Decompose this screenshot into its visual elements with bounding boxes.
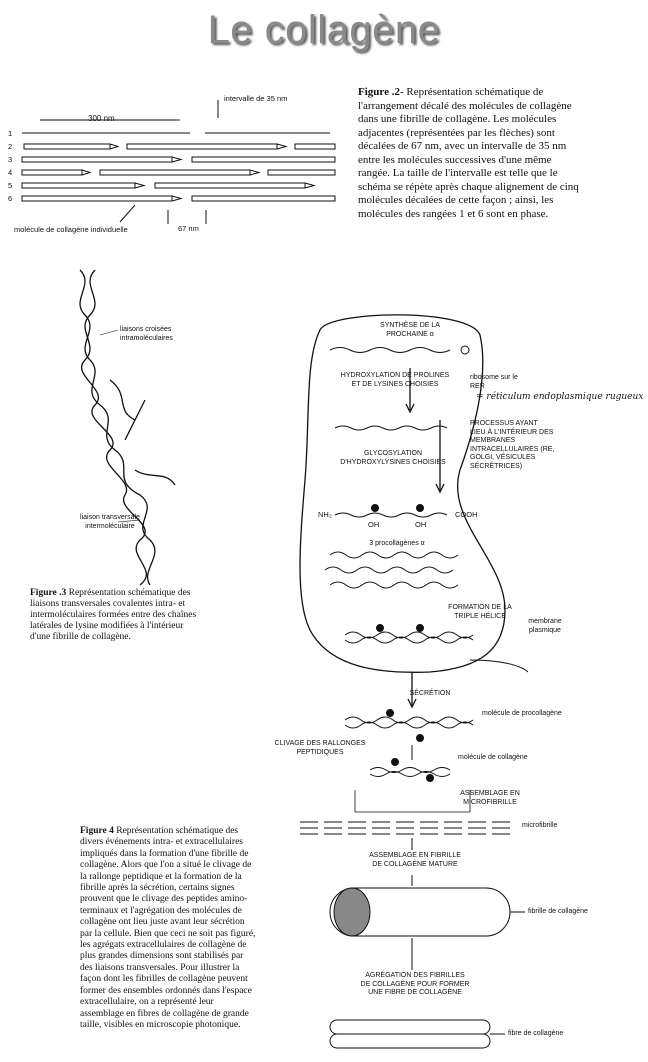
procollagen-label: molécule de procollagène [482,710,562,717]
row-label-4: 4 [8,168,13,177]
arrow-row-2 [23,143,336,150]
fibril-assembly-label: ASSEMBLAGE EN FIBRILLE DE COLLAGÈNE MATU… [369,852,461,868]
figure4-cell [299,314,529,709]
figure4-chains [324,345,474,813]
figure4-caption: Figure 4 Représentation schématique des … [80,826,258,1031]
synthesis-label: SYNTHÈSE DE LA PROCHAINE α [380,322,440,338]
figure3-caption-text: Représentation schématique des liaisons … [30,588,197,642]
page-title: Le collagène [207,8,441,52]
figure4-assemblies [300,821,525,1049]
row-label-6: 6 [8,194,13,203]
fiber-assembly-label: AGRÉGATION DES FIBRILLES DE COLLAGÈNE PO… [360,972,470,996]
cooh-label: COOH [455,510,478,519]
figure2-diagram [21,100,336,224]
figure4-caption-head: Figure 4 [80,826,114,836]
oh-label-1: OH [368,520,380,529]
arrow-row-4 [21,169,336,176]
fiber-label: fibre de collagène [508,1030,564,1037]
hydroxylation-label: HYDROXYLATION DE PROLINES ET DE LYSINES … [340,372,450,388]
cleavage-label: CLIVAGE DES RALLONGES PEPTIDIQUES [274,740,366,756]
figure2-caption-text: Représentation schématique de l'arrangem… [358,86,579,220]
intra-crosslink-label: liaisons croisées intramoléculaires [120,326,173,342]
inter-crosslink-label: liaison transversale intermoléculaire [80,514,140,530]
nh2-label: NH₂ [318,510,332,519]
plasma-membrane-label: membrane plasmique [528,618,562,634]
three-chains-label: 3 procollagènes α [369,540,425,547]
ribosome-label: ribosome sur le RER [470,374,518,390]
figure2-caption-head: Figure .2- [358,86,404,98]
collagen-molecule-label: molécule de collagène [458,754,528,761]
arrow-row-5 [21,182,316,189]
row-label-5: 5 [8,181,13,190]
figure3-caption: Figure .3 Représentation schématique des… [30,588,200,643]
interval-label: intervalle de 35 nm [224,94,288,103]
intracellular-process-label: PROCESSUS AYANT LIEU À L'INTÉRIEUR DES M… [470,420,555,470]
triple-helix-label: FORMATION DE LA TRIPLE HÉLICE [448,604,512,620]
length-label: 300 nm [88,114,115,123]
microfibril-label: microfibrille [522,822,558,829]
figure3-diagram [79,269,176,586]
molecule-label: molécule de collagène individuelle [14,225,128,234]
figure4-caption-text: Représentation schématique des divers év… [80,826,256,1030]
offset-label: 67 nm [178,224,199,233]
molecule-pointer [119,204,136,223]
microfibril-assembly-label: ASSEMBLAGE EN MICROFIBRILLE [460,790,520,806]
row-label-1: 1 [8,129,13,138]
figure3-caption-head: Figure .3 [30,588,67,598]
oh-label-2: OH [415,520,427,529]
secretion-label: SÉCRÉTION [409,690,451,697]
handwritten-note: = réticulum endoplasmique rugueux [476,392,644,402]
row-label-3: 3 [8,155,13,164]
arrow-row-3 [21,156,336,163]
fibril-label: fibrille de collagène [528,908,588,915]
glycosylation-label: GLYCOSYLATION D'HYDROXYLYSINES CHOISIES [340,450,446,466]
figure2-caption: Figure .2- Représentation schématique de… [358,86,580,221]
row-label-2: 2 [8,142,13,151]
arrow-row-6 [21,195,336,202]
